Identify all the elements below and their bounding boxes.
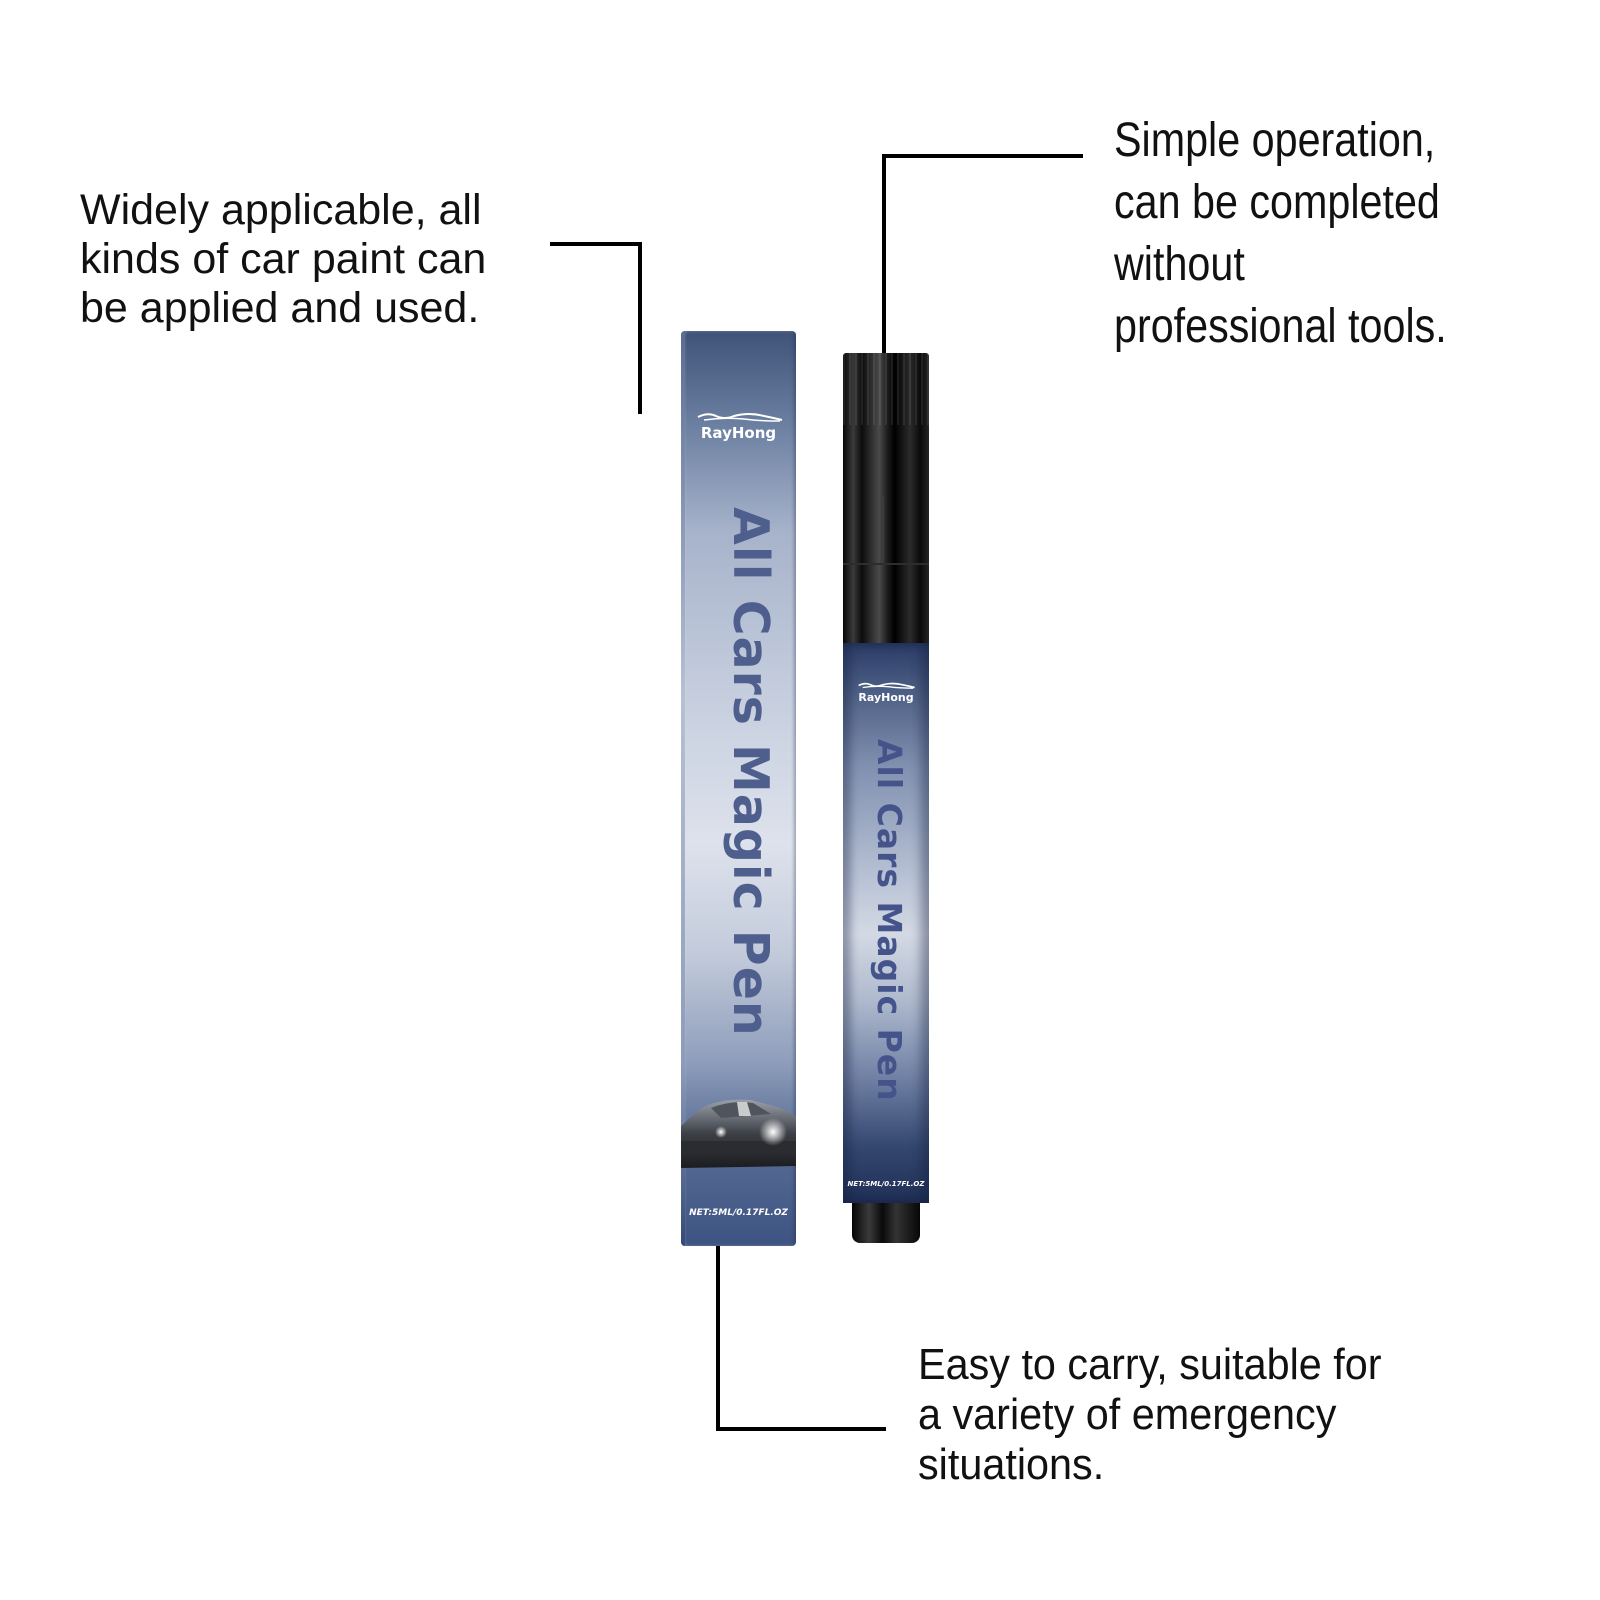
pen-product-title: All Cars Magic Pen [870,739,909,1102]
pen-cap-clip [881,496,884,564]
sports-car-image [681,1099,796,1168]
box-brand-logo: RayHong [681,411,796,442]
pen-cap-seam [843,563,929,565]
pen-body: RayHong All Cars Magic Pen NET:5ML/0.17F… [843,643,929,1203]
pen-tip [852,1203,920,1243]
connector-bottom-vertical [716,1246,720,1431]
pen-cap [843,353,929,643]
pen-brand-logo: RayHong [843,681,929,704]
product-box: RayHong All Cars Magic Pen NET:5ML/0.17F… [681,331,796,1246]
pen-cap-ridges [843,353,929,425]
connector-left-vertical [638,242,642,414]
box-net-content: NET:5ML/0.17FL.OZ [689,1208,788,1218]
swoosh-car-logo-icon [858,682,915,689]
box-brand-name: RayHong [700,424,777,442]
callout-easy-to-carry: Easy to carry, suitable for a variety of… [918,1340,1382,1489]
box-edge [681,331,685,1246]
callout-widely-applicable: Widely applicable, all kinds of car pain… [80,186,487,332]
connector-top-vertical [882,154,886,354]
pen-net-content: NET:5ML/0.17FL.OZ [847,1180,925,1188]
connector-top-horizontal [882,154,1083,158]
callout-simple-operation: Simple operation, can be completed witho… [1114,114,1447,353]
pen-brand-name: RayHong [858,691,914,704]
box-product-title: All Cars Magic Pen [722,507,779,1037]
connector-left-horizontal [550,242,642,246]
connector-bottom-horizontal [716,1427,886,1431]
swoosh-car-logo-icon [697,413,782,422]
